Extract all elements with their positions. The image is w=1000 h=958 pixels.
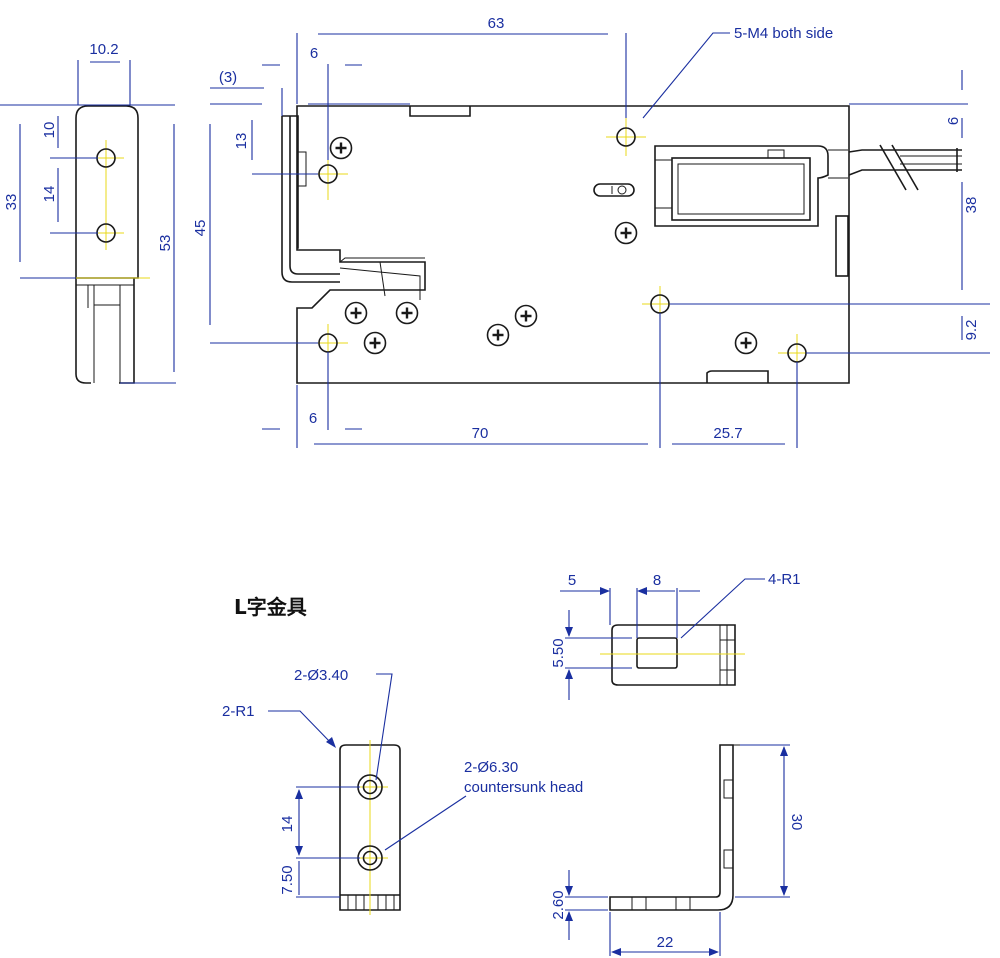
note-countersunk-dia: 2-Ø6.30	[464, 759, 518, 776]
bracket-front-view: 2-Ø3.40 2-R1 2-Ø6.30 countersunk head 14…	[222, 667, 583, 915]
dim-7-50: 7.50	[279, 865, 296, 894]
through-hole	[362, 850, 378, 866]
note-5-m4: 5-M4 both side	[734, 25, 833, 42]
screws	[329, 136, 758, 355]
bracket-top-dimensions: 5 8 4-R1 5.50	[550, 571, 801, 700]
phillips-screw-icon	[614, 221, 638, 245]
note-hole-dia: 2-Ø3.40	[294, 667, 348, 684]
phillips-screw-icon	[486, 323, 510, 347]
phillips-screw-icon	[344, 301, 368, 325]
dim-70: 70	[472, 425, 489, 442]
dim-6-bottom: 6	[309, 410, 317, 427]
dim-2-60: 2.60	[550, 890, 567, 919]
dim-3: (3)	[219, 69, 237, 86]
phillips-screw-icon	[329, 136, 353, 160]
bracket-side-outline	[609, 744, 740, 911]
note-r1: 2-R1	[222, 703, 255, 720]
dim-10-2: 10.2	[89, 41, 118, 58]
side-view-dimensions: 10.2 33 10 14 53	[0, 41, 176, 384]
phillips-screw-icon	[734, 331, 758, 355]
dim-8: 8	[653, 572, 661, 589]
front-view-outline	[281, 105, 962, 384]
bracket-side-view: 30 2.60 22	[550, 744, 805, 956]
phillips-screw-icon	[363, 331, 387, 355]
bracket-top-outline	[611, 624, 736, 686]
through-hole	[362, 779, 378, 795]
dim-5-50: 5.50	[550, 638, 567, 667]
note-countersunk-head: countersunk head	[464, 779, 583, 796]
dim-14: 14	[41, 186, 58, 203]
dim-9-2: 9.2	[963, 320, 980, 341]
front-view-dimensions: 63 6 (3) 13 45 6	[192, 15, 990, 448]
dim-5: 5	[568, 572, 576, 589]
note-4-r1: 4-R1	[768, 571, 801, 588]
dim-25-7: 25.7	[713, 425, 742, 442]
dim-63: 63	[488, 15, 505, 32]
dim-53: 53	[157, 235, 174, 252]
side-view-outline	[75, 105, 139, 384]
dim-6-top: 6	[310, 45, 318, 62]
dim-45: 45	[192, 220, 209, 237]
bracket-title: L字金具	[234, 595, 307, 619]
front-view: 63 6 (3) 13 45 6	[192, 15, 990, 448]
phillips-screw-icon	[514, 304, 538, 328]
mount-hole	[616, 127, 636, 147]
dim-22: 22	[657, 934, 674, 951]
dim-33: 33	[3, 194, 20, 211]
bracket-side-dimensions: 30 2.60 22	[550, 744, 805, 956]
bracket-front-dimensions: 2-Ø3.40 2-R1 2-Ø6.30 countersunk head 14…	[222, 667, 583, 898]
dim-10: 10	[41, 122, 58, 139]
dim-13: 13	[233, 133, 250, 150]
dim-6-right: 6	[945, 117, 962, 125]
mounting-holes	[318, 127, 807, 363]
mount-hole	[318, 164, 338, 184]
dim-14-bracket: 14	[279, 816, 296, 833]
phillips-screw-icon	[395, 301, 419, 325]
dim-30: 30	[788, 814, 805, 831]
bracket-top-view: 5 8 4-R1 5.50	[550, 571, 801, 700]
side-view: 10.2 33 10 14 53	[0, 41, 176, 384]
dim-38: 38	[963, 197, 980, 214]
